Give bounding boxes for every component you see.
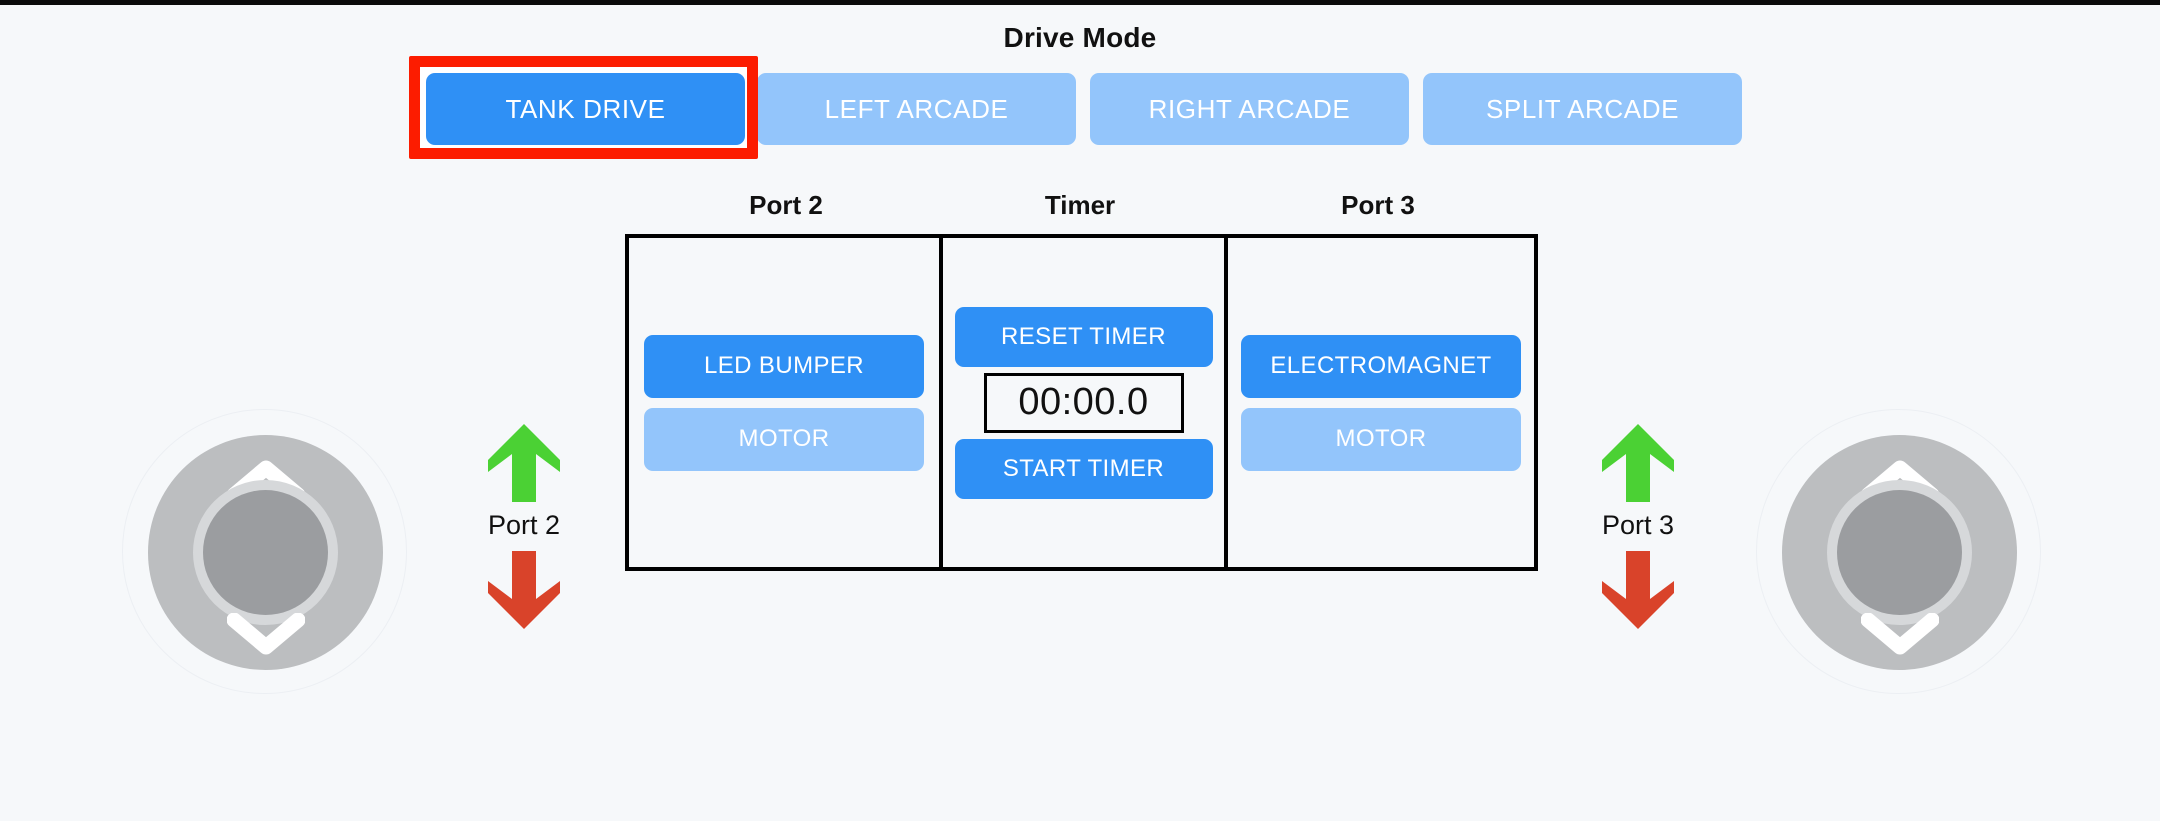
timer-display: 00:00.0: [983, 372, 1184, 433]
arrow-up-icon[interactable]: [488, 424, 560, 502]
left-joystick[interactable]: [122, 409, 407, 694]
port2-led-bumper-button[interactable]: LED BUMPER: [644, 334, 924, 398]
port3-motor-button[interactable]: MOTOR: [1241, 407, 1521, 471]
right-joystick[interactable]: [1756, 409, 2041, 694]
right-joystick-knob[interactable]: [1837, 490, 1962, 615]
drive-mode-tank-drive-button-highlighted[interactable]: TANK DRIVE: [426, 73, 745, 145]
arrow-down-icon[interactable]: [488, 551, 560, 629]
chevron-down-icon: [1860, 613, 1939, 655]
window-top-bar: [0, 0, 2160, 5]
reset-timer-button[interactable]: RESET TIMER: [954, 306, 1213, 367]
arrow-up-icon[interactable]: [1602, 424, 1674, 502]
left-joystick-knob[interactable]: [203, 490, 328, 615]
port3-arrow-cluster: Port 3: [1558, 424, 1718, 629]
timer-panel: RESET TIMER 00:00.0 START TIMER: [939, 238, 1224, 567]
port3-electromagnet-button[interactable]: ELECTROMAGNET: [1241, 334, 1521, 398]
port3-heading: Port 3: [1341, 190, 1415, 220]
drive-mode-right-arcade-button[interactable]: RIGHT ARCADE: [1090, 73, 1409, 145]
left-joystick-down-zone[interactable]: [123, 613, 408, 655]
port3-panel: ELECTROMAGNET MOTOR: [1224, 238, 1534, 567]
port2-arrow-label: Port 2: [487, 510, 561, 540]
port2-panel: LED BUMPER MOTOR: [629, 238, 939, 567]
control-panel-group: LED BUMPER MOTOR RESET TIMER 00:00.0 STA…: [625, 234, 1538, 571]
start-timer-button[interactable]: START TIMER: [954, 438, 1213, 499]
port2-motor-button[interactable]: MOTOR: [644, 407, 924, 471]
drive-mode-split-arcade-button[interactable]: SPLIT ARCADE: [1423, 73, 1742, 145]
timer-heading: Timer: [1044, 190, 1116, 220]
drive-mode-title: Drive Mode: [1003, 22, 1157, 53]
port2-arrow-cluster: Port 2: [444, 424, 604, 629]
drive-mode-left-arcade-button[interactable]: LEFT ARCADE: [757, 73, 1076, 145]
port3-arrow-label: Port 3: [1601, 510, 1675, 540]
chevron-down-icon: [226, 613, 305, 655]
right-joystick-down-zone[interactable]: [1757, 613, 2042, 655]
port2-heading: Port 2: [749, 190, 823, 220]
arrow-down-icon[interactable]: [1602, 551, 1674, 629]
